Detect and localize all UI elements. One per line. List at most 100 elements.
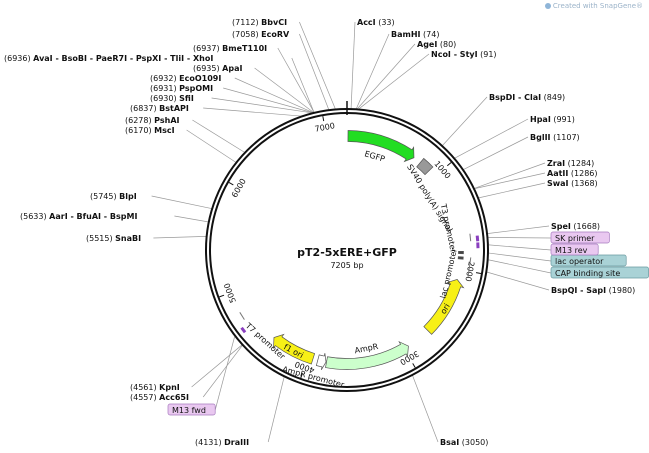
site-name: ApaI	[222, 64, 242, 73]
promoter-t7	[239, 312, 245, 320]
tick-mark	[446, 162, 452, 167]
tick-mark	[219, 294, 225, 298]
restriction-site: BspDI - ClaI (849)	[489, 93, 565, 102]
feature-cap	[457, 256, 464, 260]
site-name: SwaI	[547, 179, 569, 188]
side-label-cap: CAP binding site	[555, 269, 620, 278]
restriction-site: BspQI - SapI (1980)	[551, 286, 635, 295]
site-name: EcoO109I	[179, 74, 221, 83]
tick-label: 1000	[432, 159, 452, 180]
tick-label: 5000	[222, 282, 237, 304]
restriction-site: BamHI (74)	[391, 30, 439, 39]
leader-site	[441, 96, 488, 147]
snapgene-logo-icon	[544, 3, 551, 9]
site-name: BsaI	[440, 438, 459, 447]
feature-label-ampr: AmpR	[354, 342, 380, 356]
site-name: AvaI - BsoBI - PaeR7I - PspXI - TliI - X…	[33, 54, 213, 63]
site-position: (991)	[551, 115, 575, 124]
feature-ampr	[325, 340, 409, 370]
side-box-m13fwd	[167, 403, 216, 416]
leader-site	[454, 118, 529, 159]
leader-site	[473, 172, 546, 190]
site-position: (1284)	[565, 159, 594, 168]
leader-cap	[488, 259, 552, 274]
site-name: BmeT110I	[222, 44, 267, 53]
site-position: (5515)	[86, 234, 115, 243]
leader-site	[153, 235, 207, 239]
feature-amprprom	[315, 353, 327, 370]
tick-mark	[322, 116, 325, 122]
restriction-site: (4561) KpnI	[130, 383, 180, 392]
leader-lacop	[488, 252, 552, 262]
leader-site	[487, 225, 550, 234]
feature-f1ori	[273, 333, 316, 365]
primer-m13fwd	[240, 326, 247, 334]
site-position: (6937)	[193, 44, 222, 53]
site-name: HpaI	[530, 115, 551, 124]
site-position: (6930)	[150, 94, 179, 103]
leader-site	[299, 21, 336, 110]
leader-site	[202, 344, 244, 398]
site-position: (1107)	[551, 133, 580, 142]
site-position: (6932)	[150, 74, 179, 83]
restriction-site: (6932) EcoO109I	[150, 74, 221, 83]
leader-site	[350, 21, 356, 110]
tick-mark	[412, 363, 416, 368]
site-name: NcoI - StyI	[431, 50, 478, 59]
leader-site	[277, 47, 315, 114]
leader-site	[151, 195, 213, 209]
site-position: (1980)	[606, 286, 635, 295]
restriction-site: SwaI (1368)	[547, 179, 598, 188]
site-position: (6170)	[125, 126, 154, 135]
site-name: BspDI - ClaI	[489, 93, 541, 102]
tick-label: 6000	[230, 177, 248, 199]
tick-label: 7000	[314, 121, 336, 133]
leader-site	[477, 182, 546, 199]
restriction-site: (6837) BstAPI	[130, 104, 189, 113]
tick-label: 2000	[463, 261, 475, 283]
site-name: BstAPI	[159, 104, 189, 113]
site-position: (5633)	[20, 212, 49, 221]
site-name: Acc65I	[159, 393, 189, 402]
side-label-m13rev: M13 rev	[555, 246, 588, 255]
site-position: (1368)	[569, 179, 598, 188]
site-position: (4131)	[195, 438, 224, 447]
plasmid-name: pT2-5xERE+GFP	[297, 246, 397, 259]
promoter-lacprom	[467, 257, 472, 277]
restriction-site: AgeI (80)	[417, 40, 456, 49]
restriction-site: (4557) Acc65I	[130, 393, 189, 402]
leader-sk	[488, 237, 552, 239]
side-label-lacop: lac operator	[555, 257, 604, 266]
site-name: BlpI	[119, 192, 137, 201]
site-position: (5745)	[90, 192, 119, 201]
site-position: (1668)	[571, 222, 600, 231]
site-name: BspQI - SapI	[551, 286, 606, 295]
feature-label-f1ori: f1 ori	[282, 342, 305, 360]
feature-sv40	[416, 157, 434, 176]
site-position: (849)	[541, 93, 565, 102]
leader-site	[211, 97, 314, 114]
restriction-site: (7058) EcoRV	[232, 30, 290, 39]
leader-site	[291, 57, 315, 113]
leader-site	[192, 119, 246, 153]
site-name: BbvCI	[261, 18, 287, 27]
site-name: KpnI	[159, 383, 180, 392]
leader-site	[203, 107, 303, 117]
site-position: (80)	[437, 40, 456, 49]
side-label-sk: SK primer	[555, 234, 595, 243]
leader-site	[355, 33, 390, 110]
restriction-site: BsaI (3050)	[440, 438, 488, 447]
site-name: BamHI	[391, 30, 421, 39]
restriction-site: (5515) SnaBI	[86, 234, 141, 243]
site-position: (6936)	[4, 54, 33, 63]
site-name: DraIII	[224, 438, 249, 447]
site-name: PshAI	[154, 116, 179, 125]
site-position: (6278)	[125, 116, 154, 125]
feature-label-egfp: EGFP	[363, 149, 386, 164]
restriction-site: BglII (1107)	[530, 133, 580, 142]
site-name: PspOMI	[179, 84, 213, 93]
site-name: AatII	[547, 169, 568, 178]
leader-site	[254, 67, 315, 114]
